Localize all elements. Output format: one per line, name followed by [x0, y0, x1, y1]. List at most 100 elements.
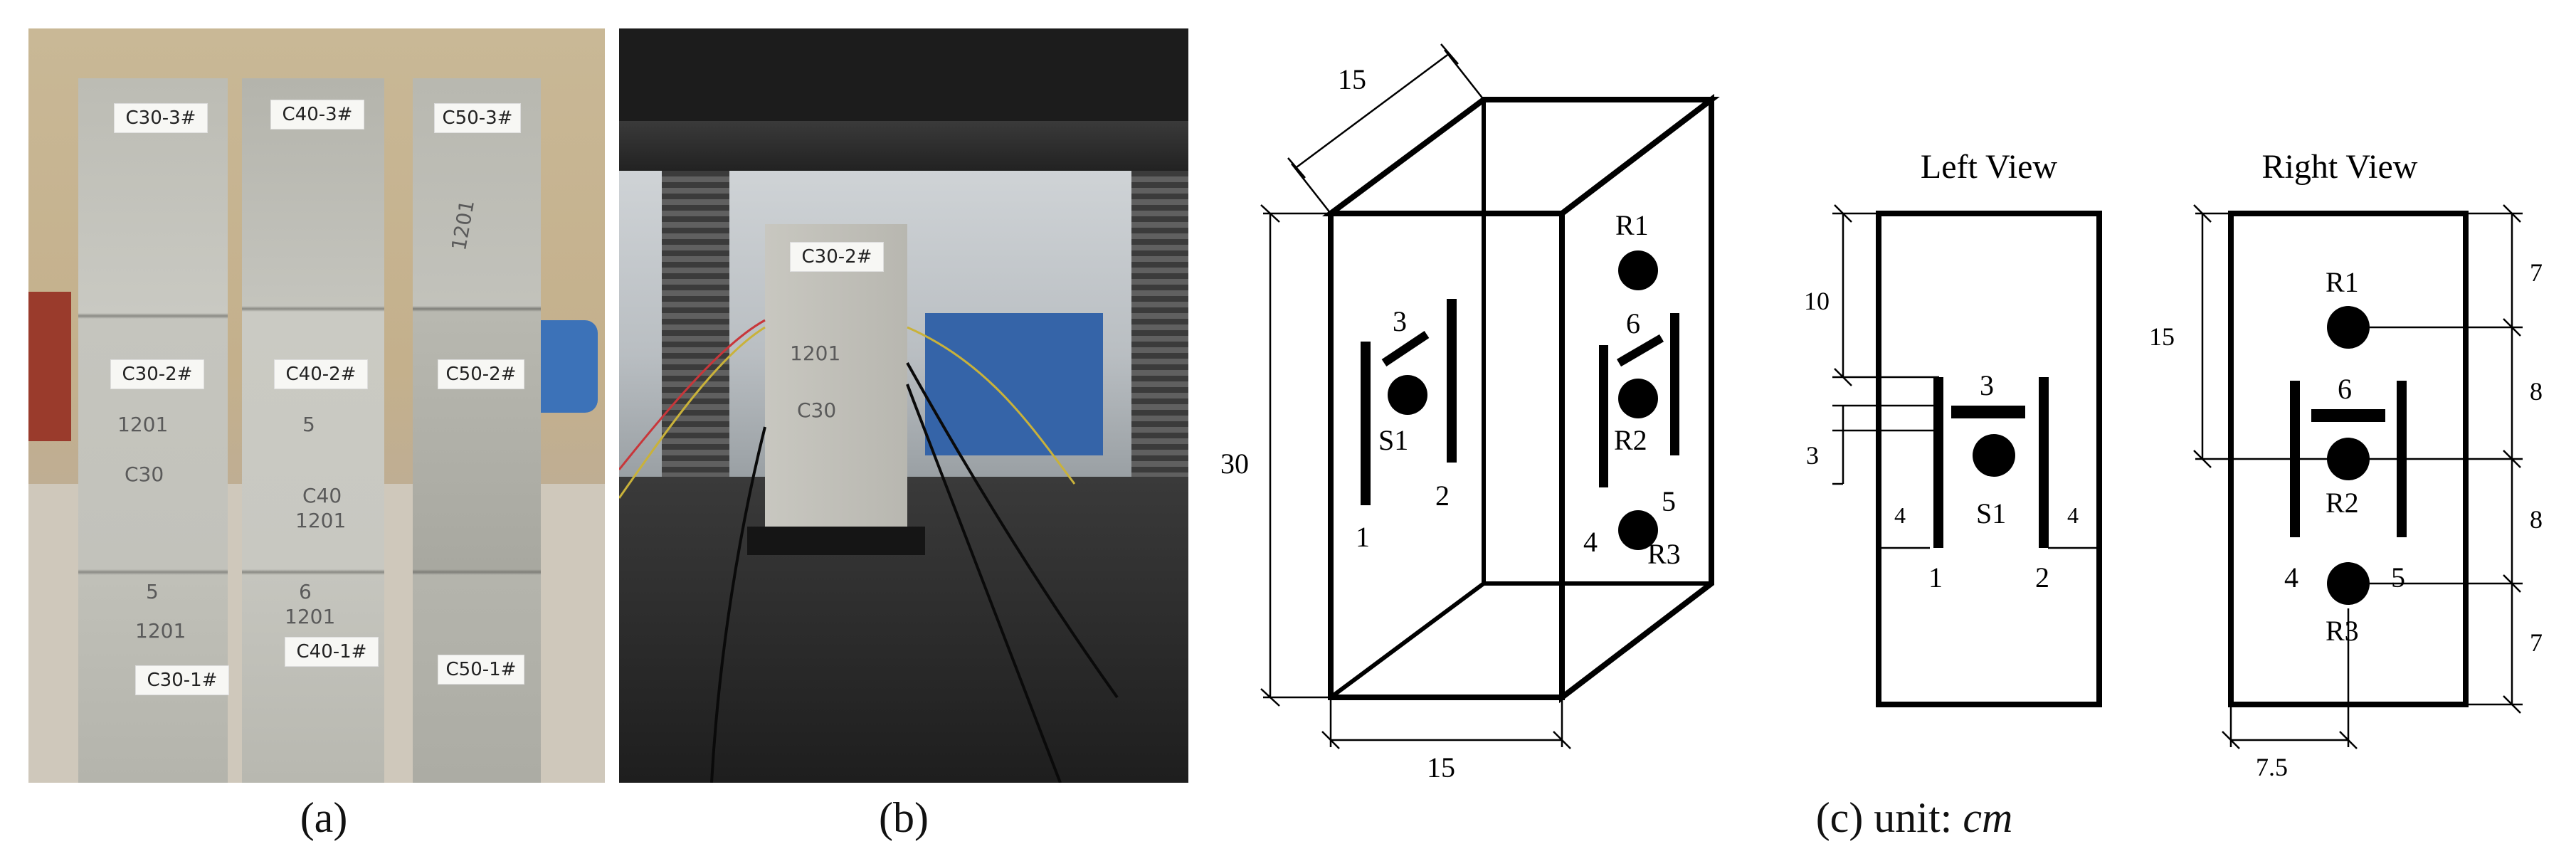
specimen-label: C50-2#	[438, 359, 524, 389]
lv-dim-right-gap: 4	[2067, 502, 2079, 528]
specimen-marking: 1201	[135, 619, 186, 643]
rv-sensor-r1	[2327, 306, 2370, 349]
wire-black	[710, 426, 766, 783]
caption-c: (c) unit: cm	[1736, 793, 2092, 843]
left-face-gauges	[1361, 299, 1457, 505]
specimen-label: C40-2#	[274, 359, 368, 389]
gauge-2	[1447, 299, 1457, 463]
label-gauge-1: 1	[1356, 521, 1370, 553]
specimen-marking: 5	[302, 413, 315, 436]
label-r2: R2	[1614, 424, 1647, 456]
lv-label-1: 1	[1928, 561, 1943, 593]
gauge-5	[1670, 313, 1679, 455]
lv-gauge-1	[1933, 377, 1943, 548]
rv-dim-bottom: 7.5	[2256, 753, 2288, 781]
wire-yellow	[619, 326, 766, 499]
gauge-6	[1616, 334, 1664, 367]
photo-specimens: C30-3# C40-3# C50-3# C30-2# C40-2# C50-2…	[28, 28, 605, 783]
caption-c-prefix: (c) unit:	[1815, 794, 1963, 841]
label-gauge-5: 5	[1662, 485, 1676, 517]
gauge-3	[1381, 331, 1430, 366]
wire-black	[906, 362, 1119, 699]
dim-width	[1321, 697, 1571, 749]
rv-label-r1: R1	[2326, 266, 2359, 298]
left-view-outline	[1876, 211, 2102, 707]
specimen-label: C40-1#	[285, 637, 379, 667]
rv-sensor-r3	[2327, 562, 2370, 605]
specimen-label: C30-2#	[110, 359, 204, 389]
red-object	[28, 292, 71, 441]
dim-height	[1260, 204, 1331, 707]
platen-top	[619, 121, 1188, 171]
right-face-gauges	[1599, 250, 1679, 550]
sensor-r3	[1618, 510, 1658, 550]
rv-label-r2: R2	[2326, 487, 2359, 519]
rv-label-5: 5	[2391, 561, 2405, 593]
rv-label-6: 6	[2338, 373, 2352, 405]
lv-gauge-3	[1951, 406, 2025, 418]
specimen-marking: C30	[125, 463, 164, 486]
specimen-marking: 1201	[295, 509, 347, 532]
rv-label-r3: R3	[2326, 615, 2359, 647]
rv-gauge-4	[2290, 381, 2300, 537]
rv-dim-right-mid1: 8	[2530, 377, 2543, 406]
block-hidden-edge	[1329, 581, 1485, 699]
sensor-s1	[1388, 375, 1427, 415]
rv-gauge-6	[2311, 409, 2385, 422]
rv-dim-right-top: 7	[2530, 258, 2543, 287]
dim-width-label: 15	[1427, 751, 1455, 783]
left-view	[1832, 204, 2102, 707]
wire-black	[906, 384, 1062, 783]
dim-depth	[1287, 43, 1484, 214]
lv-dim-top: 10	[1804, 287, 1830, 315]
concrete-cube	[765, 224, 907, 530]
lv-label-2: 2	[2035, 561, 2049, 593]
specimen-label: C30-3#	[114, 103, 208, 133]
specimen-marking: 5	[146, 580, 159, 603]
crosshead	[619, 28, 1188, 121]
specimen-marking: 1201	[790, 342, 841, 365]
left-view-gauges	[1933, 377, 2049, 548]
gauge-1	[1361, 342, 1371, 505]
left-view-title: Left View	[1921, 148, 2058, 186]
column-left	[662, 171, 729, 527]
lv-gauge-2	[2039, 377, 2049, 548]
label-s1: S1	[1378, 424, 1408, 456]
specimen-marking: 1201	[117, 413, 169, 436]
specimen-label: C30-2#	[790, 242, 884, 272]
rv-dim-right-bottom: 7	[2530, 628, 2543, 657]
column-right	[1131, 171, 1188, 527]
wire-red	[619, 319, 766, 470]
lv-dim-left-gap: 4	[1894, 502, 1906, 528]
wire-yellow	[907, 326, 1076, 485]
sensor-r1	[1618, 250, 1658, 290]
left-view-dims	[1832, 204, 2099, 549]
label-gauge-6: 6	[1626, 307, 1640, 339]
specimen-marking: C30	[797, 398, 837, 422]
wires	[619, 319, 1119, 783]
specimen-marking: 6	[299, 580, 312, 603]
specimen-label: C40-3#	[270, 100, 364, 130]
specimen-label: C50-3#	[434, 103, 521, 133]
rv-label-4: 4	[2284, 561, 2298, 593]
rv-gauge-5	[2397, 381, 2407, 537]
specimen-marking: 1201	[285, 605, 336, 628]
caption-c-unit: cm	[1963, 794, 2013, 841]
label-r3: R3	[1647, 538, 1681, 570]
block-top-face	[1321, 97, 1720, 216]
rv-sensor-r2	[2327, 438, 2370, 480]
label-gauge-4: 4	[1583, 526, 1598, 558]
blue-apparatus	[925, 313, 1103, 455]
specimen-label: C30-1#	[135, 665, 229, 695]
photo-test-setup: C30-2# 1201 C30	[619, 28, 1188, 783]
lv-label-3: 3	[1980, 369, 1994, 401]
label-gauge-2: 2	[1435, 480, 1450, 512]
caption-a: (a)	[300, 794, 348, 841]
sensor-r2	[1618, 379, 1658, 418]
label-r1: R1	[1615, 209, 1649, 241]
block-3d	[1260, 43, 1720, 749]
lv-dim-gauge: 3	[1806, 441, 1819, 470]
dim-depth-label: 15	[1338, 63, 1366, 95]
